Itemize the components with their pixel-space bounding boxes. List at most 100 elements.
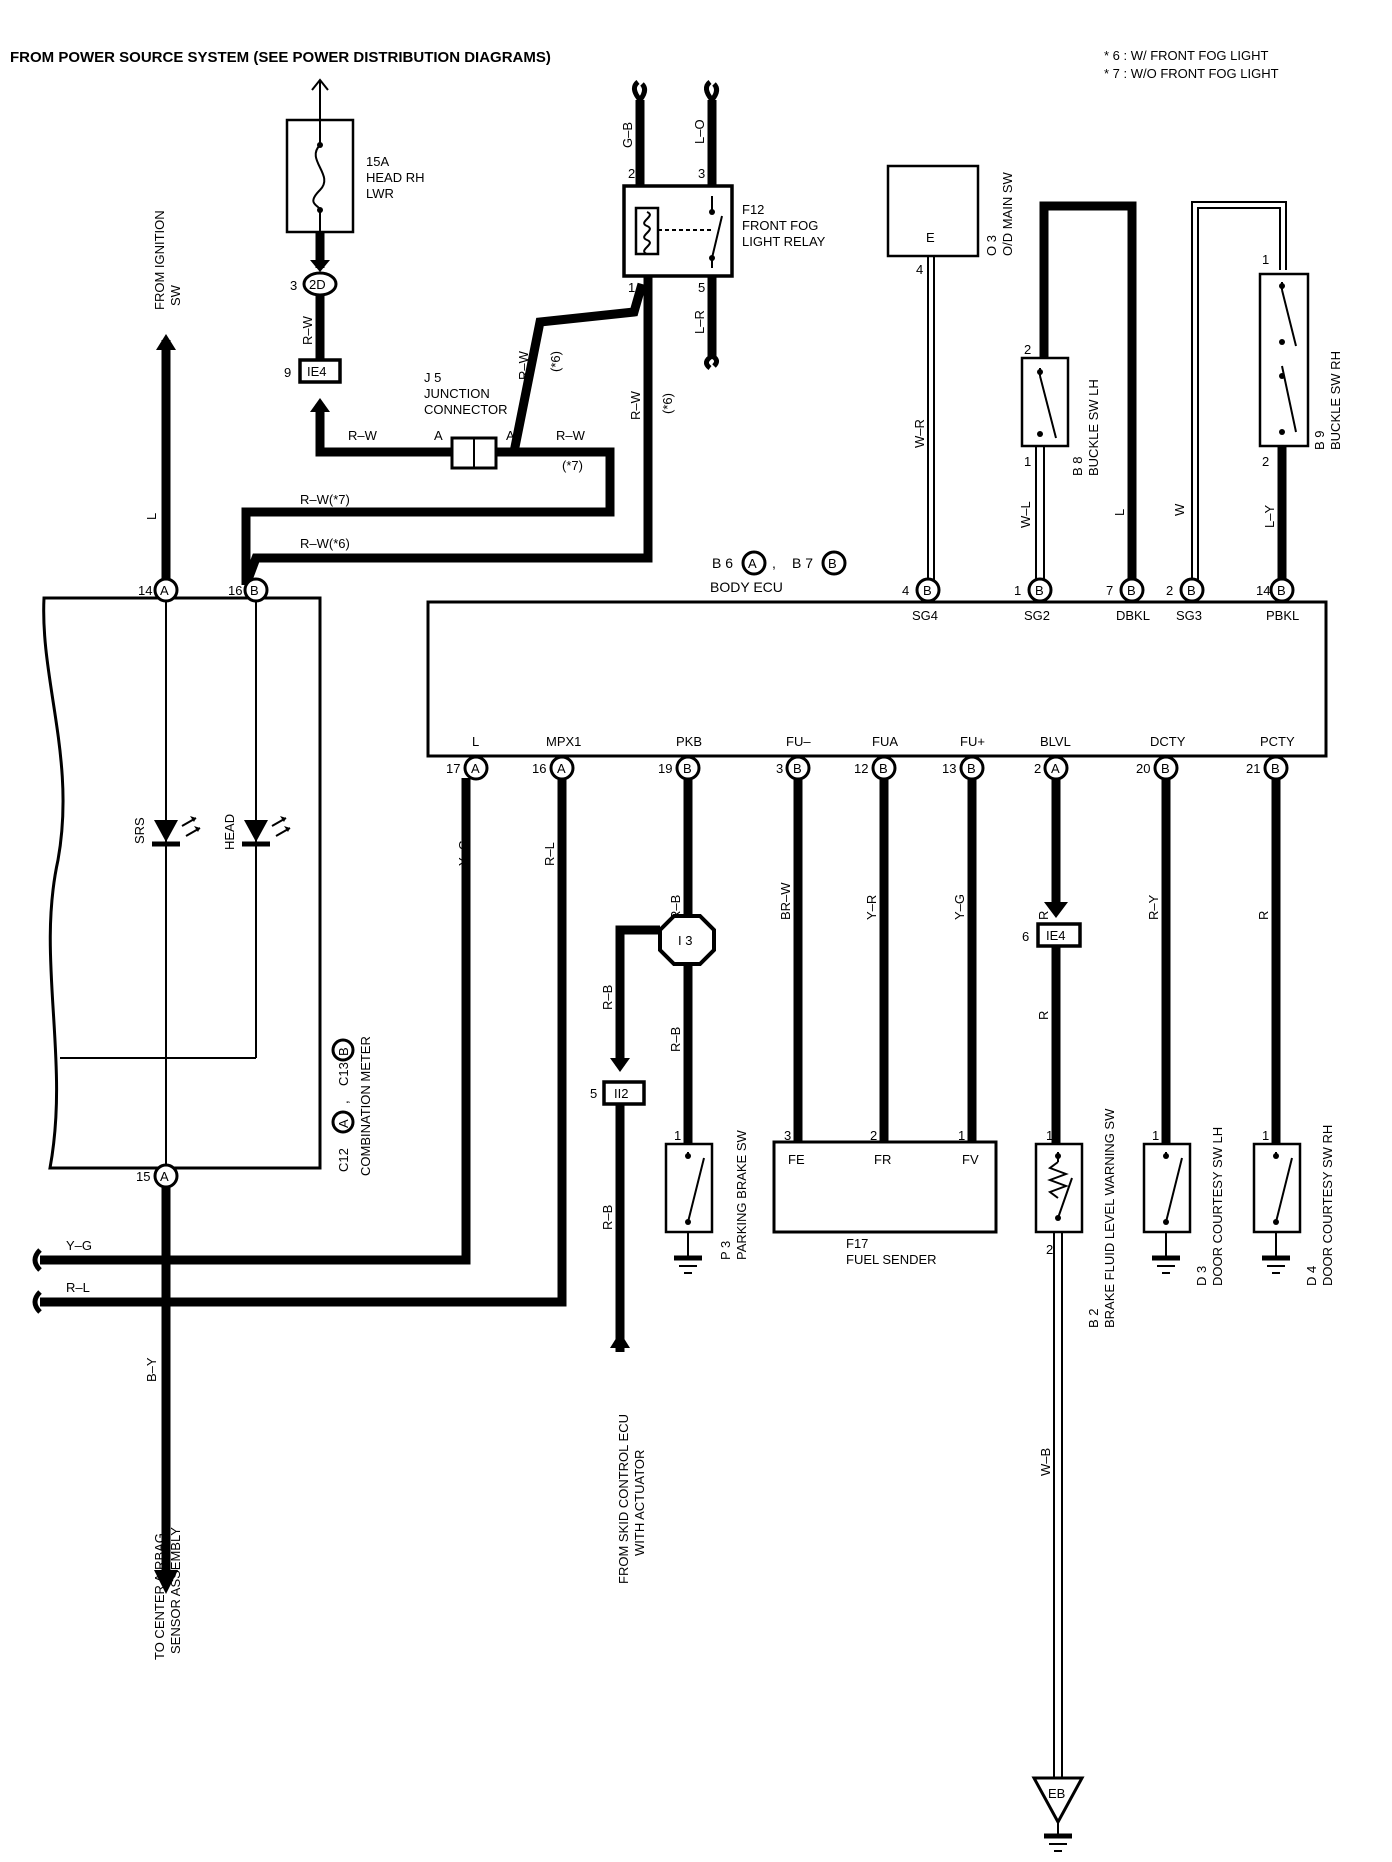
connector-ii2: II2 5	[590, 1080, 646, 1106]
ecu-bottom-wire-color: R–L	[542, 842, 557, 866]
fuse-15a-head-rh-lwr: 15A HEAD RH LWR	[285, 78, 425, 234]
ecu-top-pin-circle	[1119, 577, 1145, 603]
od-box-label: E	[926, 230, 935, 245]
door-rh-label-d4: D 4	[1304, 1266, 1319, 1286]
note-star-7: * 7 : W/O FRONT FOG LIGHT	[1104, 66, 1279, 81]
buckle-lh-wire-wl: W–L	[1018, 501, 1033, 528]
meter-pin-15-conn: A	[160, 1169, 169, 1184]
led-srs-label: SRS	[132, 817, 147, 844]
ecu-bottom-pin-label: FU–	[786, 734, 811, 749]
ecu-bottom-wire-color: Y–G	[952, 894, 967, 920]
ecu-bottom-wire-color: BR–W	[778, 882, 793, 920]
ecu-top-pin-label: SG2	[1024, 608, 1050, 623]
meter-pin-16-conn: B	[250, 583, 259, 598]
buckle-lh-label-b8: B 8	[1070, 456, 1085, 476]
brake-fluid-level-switch-b2: 1 2 B 2 BRAKE FLUID LEVEL WARNING SW W–B	[1034, 1108, 1117, 1778]
ecu-bottom-pin-circle	[785, 755, 811, 781]
buckle-rh-pin-1: 1	[1262, 252, 1269, 267]
body-ecu: B 6 A , B 7 B BODY ECU B4SG4B1SG2B7DBKLB…	[426, 550, 1328, 1144]
ground-eb: EB	[1031, 1776, 1085, 1852]
relay-f12-front-fog: G–B L–O 2 3 F12 FRONT FOG LIGHT RELAY 1 …	[620, 80, 826, 370]
wire-rw-right: R–W	[556, 428, 586, 443]
relay-pin-1: 1	[628, 280, 635, 295]
ecu-top-pin-conn: B	[1035, 583, 1044, 598]
ecu-bottom-pin-num: 16	[532, 761, 546, 776]
connector-2d: 2D 3	[290, 271, 338, 297]
ecu-bottom-pin-circle	[959, 755, 985, 781]
ecu-bottom-wire-color: Y–G	[456, 840, 471, 866]
ecu-title-b: B	[828, 556, 837, 571]
wire-rw-star7-label: (*7)	[562, 458, 583, 473]
ecu-top-pin-conn: B	[923, 583, 932, 598]
ecu-bottom-pin-conn: A	[557, 761, 566, 776]
jc-pin-a-left: A	[434, 428, 443, 443]
splice-i3: I 3	[658, 914, 716, 966]
ecu-bottom-pin-num: 3	[776, 761, 783, 776]
connector-ie4-top-pin: 9	[284, 365, 291, 380]
door-rh-label-name: DOOR COURTESY SW RH	[1320, 1125, 1335, 1286]
fuel-pin-label: FE	[788, 1152, 805, 1167]
buckle-rh-label-b9: B 9	[1312, 430, 1327, 450]
od-label-o3: O 3	[984, 235, 999, 256]
ecu-bottom-pin-label: L	[472, 734, 479, 749]
ecu-bottom-pin-circle	[1153, 755, 1179, 781]
buckle-rh-wire-ly: L–Y	[1262, 505, 1277, 528]
jc-pin-a-right: A	[506, 428, 515, 443]
connector-ie4-top-label: IE4	[307, 364, 327, 379]
ecu-bottom-wire-color: R	[1036, 911, 1051, 920]
ecu-bottom-pin-conn: A	[471, 761, 480, 776]
ecu-bottom-pin-conn: A	[1051, 761, 1060, 776]
ecu-top-pin-circle	[915, 577, 941, 603]
connector-ie4-top: IE4 9	[284, 358, 342, 384]
meter-comma: ,	[336, 1100, 351, 1104]
door-lh-label-name: DOOR COURTESY SW LH	[1210, 1127, 1225, 1286]
ecu-bottom-pin-circle	[871, 755, 897, 781]
brake-pin-2: 2	[1046, 1242, 1053, 1257]
ecu-bottom-pin-circle	[1263, 755, 1289, 781]
wire-rw-main: R–W	[628, 390, 643, 420]
od-pin-4: 4	[916, 262, 923, 277]
meter-pin-14-conn: A	[160, 583, 169, 598]
ecu-bottom-pin-label: MPX1	[546, 734, 581, 749]
ignition-label-2: SW	[168, 284, 183, 306]
ecu-title-b6: B 6	[712, 555, 733, 571]
ecu-bottom-wire-color: Y–R	[864, 895, 879, 920]
ecu-bottom-pin-label: FUA	[872, 734, 898, 749]
relay-pin-5: 5	[698, 280, 705, 295]
fuse-label-lwr: LWR	[366, 186, 394, 201]
ecu-bottom-pin-circle	[463, 755, 489, 781]
ecu-bottom-pin-conn: B	[683, 761, 692, 776]
bus-yg: Y–G	[66, 1238, 92, 1253]
meter-pin-14-num: 14	[138, 583, 152, 598]
door-lh-pin-1: 1	[1152, 1128, 1159, 1143]
jc-label-junction: JUNCTION	[424, 386, 490, 401]
ecu-bottom-pin-label: PKB	[676, 734, 702, 749]
ecu-top-pin-conn: B	[1127, 583, 1136, 598]
door-rh-pin-1: 1	[1262, 1128, 1269, 1143]
skid-wire-rb-2: R–B	[668, 1027, 683, 1052]
skid-wire-rb-3: R–B	[600, 1205, 615, 1230]
connector-ii2-pin: 5	[590, 1086, 597, 1101]
parking-label-p3: P 3	[718, 1241, 733, 1260]
skid-label-1: FROM SKID CONTROL ECU	[616, 1414, 631, 1584]
brake-label-b2: B 2	[1086, 1308, 1101, 1328]
ecu-top-pin-circle	[1269, 577, 1295, 603]
meter-c12-conn: A	[336, 1119, 351, 1128]
buckle-lh-wire-l: L	[1112, 509, 1127, 516]
relay-label-f12: F12	[742, 202, 764, 217]
buckle-lh-label-name: BUCKLE SW LH	[1086, 379, 1101, 476]
ecu-bottom-pin-num: 19	[658, 761, 672, 776]
buckle-rh-pin-2: 2	[1262, 454, 1269, 469]
ecu-top-pin-circle	[1179, 577, 1205, 603]
splice-i3-label: I 3	[678, 933, 692, 948]
fuel-label-name: FUEL SENDER	[846, 1252, 937, 1267]
ecu-top-pin-label: DBKL	[1116, 608, 1150, 623]
buckle-switch-rh-b9: W 1 2 B 9 BUCKLE SW RH L–Y	[1172, 201, 1343, 580]
wire-by: B–Y	[144, 1357, 159, 1382]
buckle-switch-lh-b8: 2 1 B 8 BUCKLE SW LH W–L L	[1018, 201, 1137, 580]
ignition-feed: FROM IGNITION SW L	[144, 210, 183, 585]
ecu-bottom-pin-conn: B	[879, 761, 888, 776]
meter-name: COMBINATION METER	[358, 1036, 373, 1176]
od-main-switch-o3: E O 3 O/D MAIN SW 4 W–R	[886, 164, 1015, 580]
brake-label-name: BRAKE FLUID LEVEL WARNING SW	[1102, 1108, 1117, 1328]
